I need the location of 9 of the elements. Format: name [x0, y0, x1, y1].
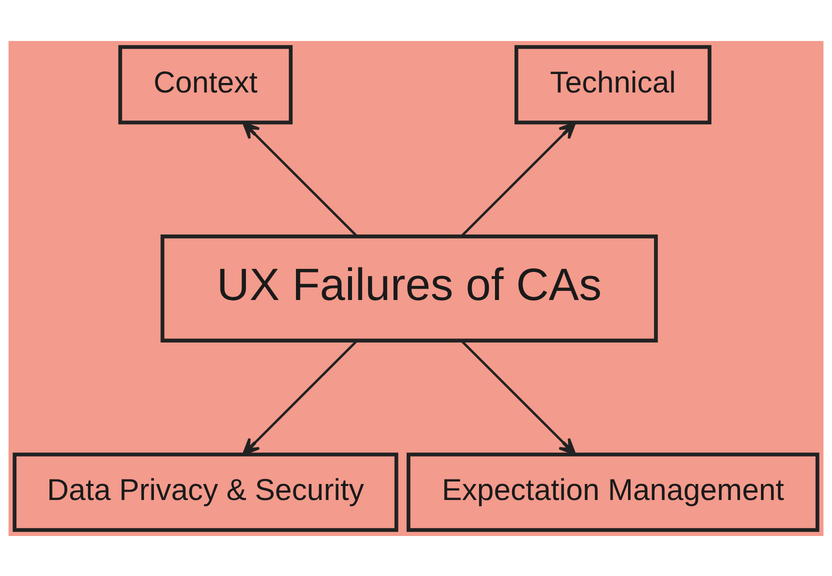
node-box: Context — [118, 44, 293, 124]
node-box: Expectation Management — [406, 452, 820, 532]
node-box: UX Failures of CAs — [160, 234, 658, 342]
arrow — [242, 121, 358, 236]
arrow — [242, 340, 358, 455]
node-box: Technical — [514, 44, 712, 124]
arrow — [460, 340, 576, 455]
node-box: Data Privacy & Security — [12, 452, 398, 532]
arrow — [460, 121, 576, 236]
